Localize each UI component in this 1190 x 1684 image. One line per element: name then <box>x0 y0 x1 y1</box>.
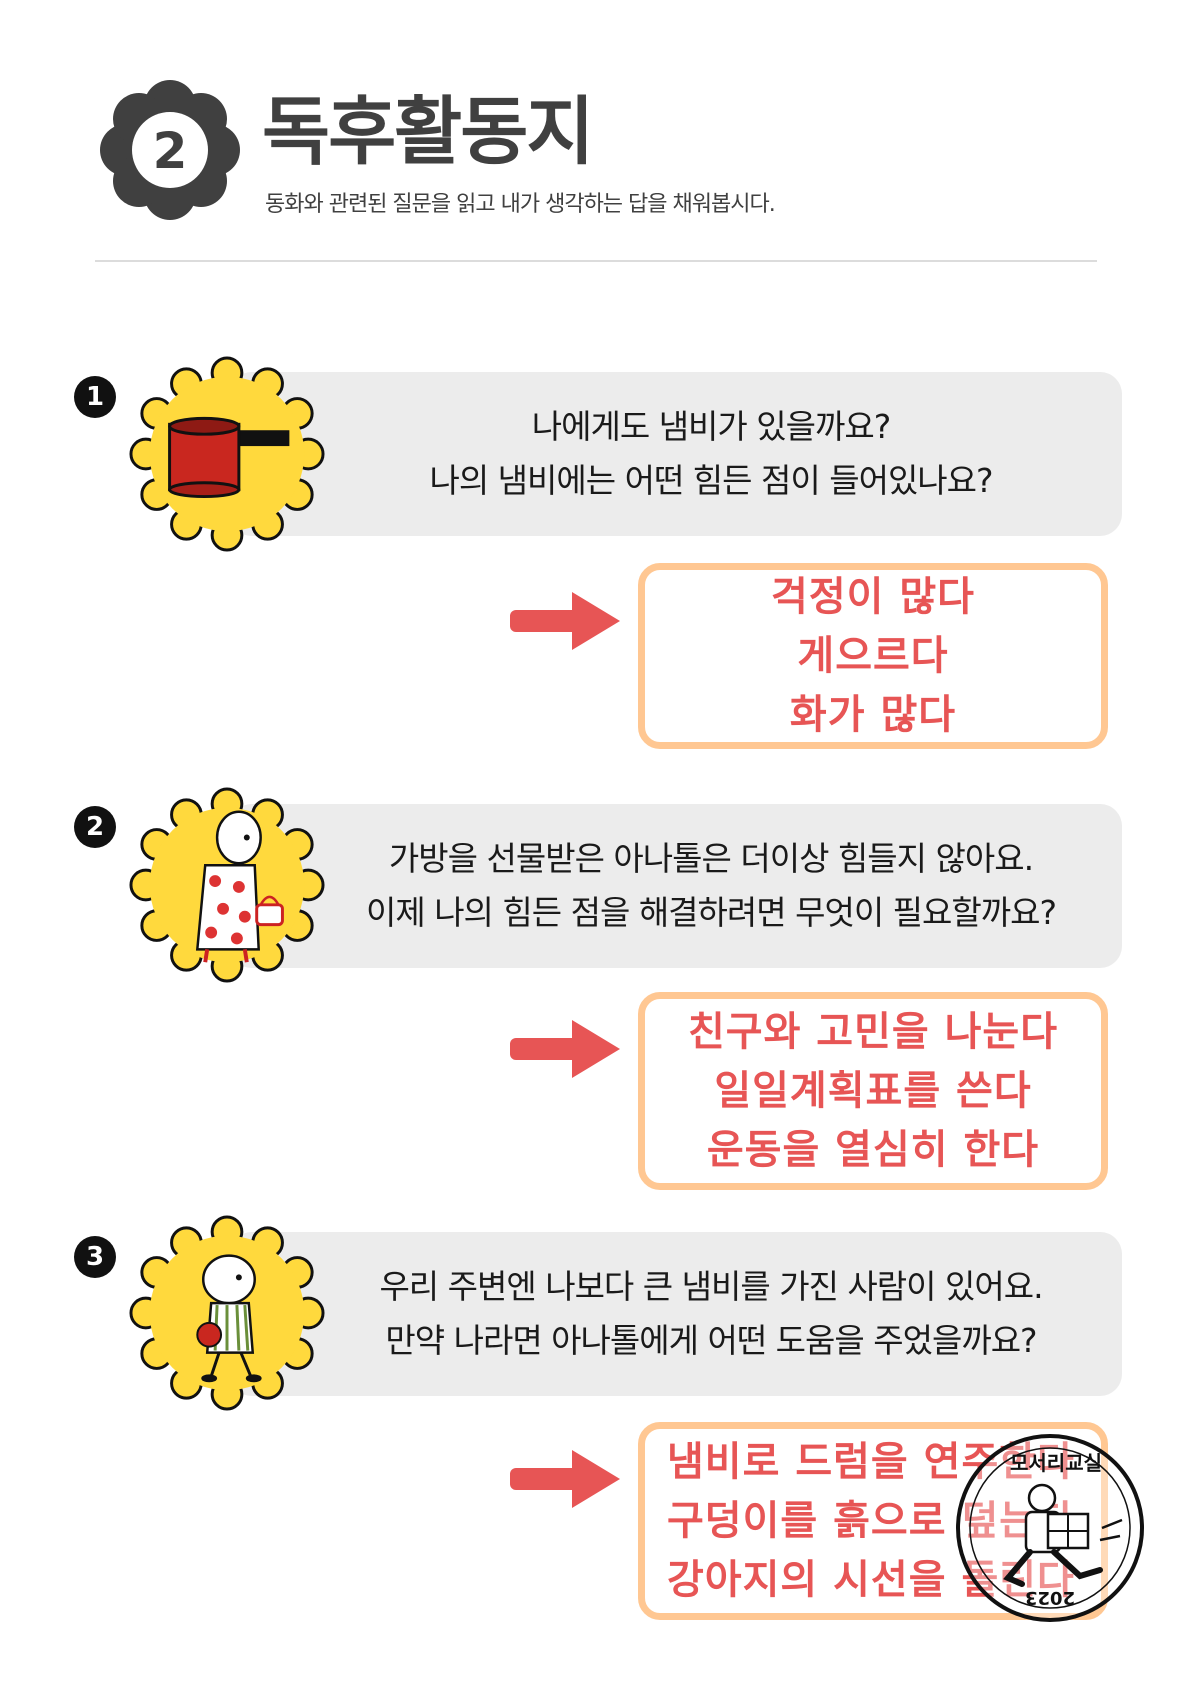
answer-box-1[interactable]: 걱정이 많다 게으르다 화가 많다 <box>638 563 1108 749</box>
question-1-line-2: 나의 냄비에는 어떤 힘든 점이 들어있나요? <box>429 461 993 500</box>
question-number-2: 2 <box>74 806 116 848</box>
answer-2-line-1: 친구와 고민을 나눈다 <box>687 1008 1059 1055</box>
character-with-bag-icon <box>129 787 325 983</box>
pot-icon <box>129 356 325 552</box>
question-3-line-1: 우리 주변엔 나보다 큰 냄비를 가진 사람이 있어요. <box>379 1267 1043 1306</box>
question-2-line-1: 가방을 선물받은 아나톨은 더이상 힘들지 않아요. <box>388 839 1034 878</box>
page-subtitle: 동화와 관련된 질문을 읽고 내가 생각하는 답을 채워봅시다. <box>265 192 776 217</box>
answer-1-line-1: 걱정이 많다 <box>771 573 975 620</box>
answer-1-line-3: 화가 많다 <box>789 691 957 738</box>
arrow-icon <box>510 592 620 650</box>
stamp-year: 2023 <box>1025 1587 1075 1608</box>
divider <box>95 260 1097 262</box>
arrow-icon <box>510 1020 620 1078</box>
stamp-top-text: 모서리교실 <box>1010 1451 1102 1475</box>
question-2-line-2: 이제 나의 힘든 점을 해결하려면 무엇이 필요할까요? <box>365 893 1057 932</box>
answer-2-line-2: 일일계획표를 쓴다 <box>714 1067 1032 1114</box>
question-1-line-1: 나에게도 냄비가 있을까요? <box>531 407 891 446</box>
page-title: 독후활동지 <box>262 89 594 175</box>
question-number-1: 1 <box>74 376 116 418</box>
answer-3-line-2: 구덩이를 흙으로 덮는다 <box>667 1497 1075 1544</box>
question-box-2: 가방을 선물받은 아나톨은 더이상 힘들지 않아요. 이제 나의 힘든 점을 해… <box>230 804 1122 968</box>
answer-box-2[interactable]: 친구와 고민을 나눈다 일일계획표를 쓴다 운동을 열심히 한다 <box>638 992 1108 1190</box>
answer-2-line-3: 운동을 열심히 한다 <box>706 1126 1040 1173</box>
question-3-line-2: 만약 나라면 아나톨에게 어떤 도움을 주었을까요? <box>385 1321 1037 1360</box>
question-number-3: 3 <box>74 1236 116 1278</box>
answer-1-line-2: 게으르다 <box>797 632 949 679</box>
flower-badge-icon: 2 <box>100 80 240 220</box>
arrow-icon <box>510 1450 620 1508</box>
question-box-1: 나에게도 냄비가 있을까요? 나의 냄비에는 어떤 힘든 점이 들어있나요? <box>230 372 1122 536</box>
stamp-logo-icon: 모서리교실 2023 <box>956 1434 1144 1622</box>
character-with-pot-icon <box>129 1215 325 1411</box>
header-number: 2 <box>153 122 188 180</box>
question-box-3: 우리 주변엔 나보다 큰 냄비를 가진 사람이 있어요. 만약 나라면 아나톨에… <box>230 1232 1122 1396</box>
